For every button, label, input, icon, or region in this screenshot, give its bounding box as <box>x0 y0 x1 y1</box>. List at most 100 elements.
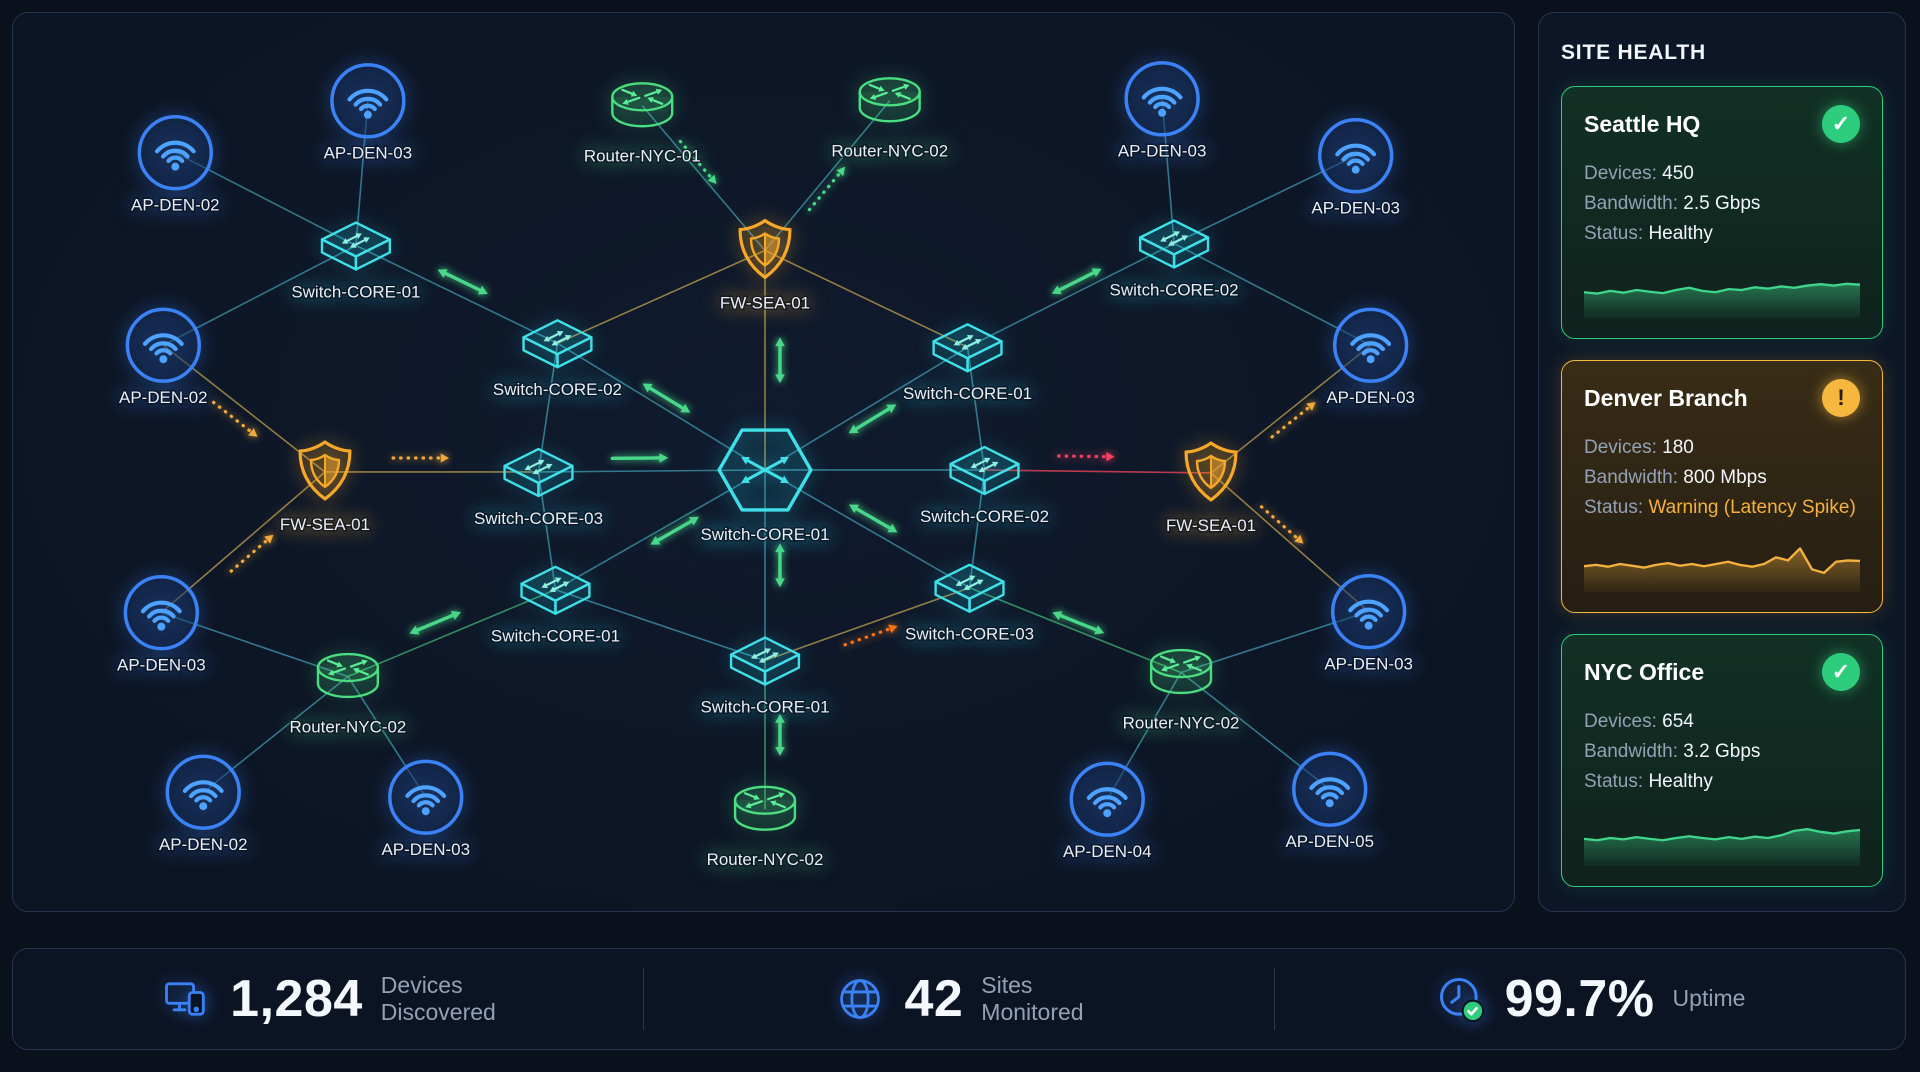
node-FW-SEA-01[interactable]: FW-SEA-01 <box>278 440 372 535</box>
node-Switch-CORE-02[interactable]: Switch-CORE-02 <box>491 319 623 401</box>
traffic-arrow <box>849 504 898 533</box>
bandwidth-label: Bandwidth: <box>1584 741 1679 762</box>
status-label: Status: <box>1584 771 1644 792</box>
node-label: Router-NYC-02 <box>831 142 948 161</box>
node-AP-DEN-03[interactable]: AP-DEN-03 <box>1323 574 1414 675</box>
node-Switch-CORE-02[interactable]: Switch-CORE-02 <box>918 445 1051 527</box>
node-label: AP-DEN-03 <box>381 840 470 859</box>
devices-value: 654 <box>1662 711 1694 732</box>
node-AP-DEN-03[interactable]: AP-DEN-03 <box>1116 61 1208 162</box>
node-Switch-CORE-01[interactable]: Switch-CORE-01 <box>699 428 831 545</box>
node-label: AP-DEN-05 <box>1285 832 1374 851</box>
link-sw1c-sw3b <box>764 586 970 662</box>
traffic-arrow <box>775 543 785 588</box>
node-Router-NYC-02[interactable]: Router-NYC-02 <box>1121 648 1241 734</box>
node-label: Router-NYC-02 <box>707 850 824 869</box>
network-topology-canvas[interactable]: AP-DEN-02AP-DEN-03Switch-CORE-01AP-DEN-0… <box>13 13 1514 911</box>
stat-value: 99.7% <box>1504 970 1655 1028</box>
node-Router-NYC-02[interactable]: Router-NYC-02 <box>830 77 950 162</box>
status-check-icon: ✓ <box>1822 105 1860 143</box>
node-Router-NYC-02[interactable]: Router-NYC-02 <box>288 652 408 738</box>
nodes-layer: AP-DEN-02AP-DEN-03Switch-CORE-01AP-DEN-0… <box>116 61 1416 871</box>
node-Switch-CORE-03[interactable]: Switch-CORE-03 <box>472 447 605 529</box>
traffic-arrow <box>843 624 898 647</box>
status-value: Warning (Latency Spike) <box>1648 497 1856 518</box>
link-rt1-fwT <box>641 105 766 251</box>
node-AP-DEN-04[interactable]: AP-DEN-04 <box>1061 761 1153 863</box>
site-name: NYC Office <box>1584 658 1705 685</box>
node-AP-DEN-03[interactable]: AP-DEN-03 <box>1325 307 1416 409</box>
link-sw1b-sw1c <box>555 588 766 662</box>
site-card-nyc[interactable]: NYC Office ✓ Devices: 654 Bandwidth: 3.2… <box>1561 634 1883 887</box>
status-value: Healthy <box>1648 223 1713 244</box>
node-label: Switch-CORE-01 <box>491 627 620 646</box>
traffic-arrow <box>678 139 717 184</box>
node-Switch-CORE-01[interactable]: Switch-CORE-01 <box>290 221 422 303</box>
node-Switch-CORE-03[interactable]: Switch-CORE-03 <box>904 563 1036 645</box>
node-label: Router-NYC-02 <box>1123 713 1240 732</box>
link-sw3a-sw1b <box>537 471 557 590</box>
node-label: Switch-CORE-02 <box>920 507 1049 526</box>
node-FW-SEA-01[interactable]: FW-SEA-01 <box>1164 441 1258 536</box>
bandwidth-sparkline <box>1584 547 1860 592</box>
node-Switch-CORE-01[interactable]: Switch-CORE-01 <box>902 323 1034 405</box>
link-sw1a-swR <box>967 242 1175 348</box>
node-AP-DEN-03[interactable]: AP-DEN-03 <box>380 759 472 861</box>
node-label: AP-DEN-03 <box>1311 199 1400 218</box>
status-label: Status: <box>1584 223 1644 244</box>
devices-value: 450 <box>1662 163 1694 184</box>
node-AP-DEN-03[interactable]: AP-DEN-03 <box>322 63 414 164</box>
link-sw3b-rtR <box>969 586 1182 674</box>
node-AP-DEN-03[interactable]: AP-DEN-03 <box>116 574 207 676</box>
link-ap1-swL <box>174 151 357 247</box>
link-swL-sw2a <box>355 244 558 344</box>
node-AP-DEN-02[interactable]: AP-DEN-02 <box>157 754 249 856</box>
bandwidth-sparkline <box>1584 282 1860 318</box>
node-label: Router-NYC-01 <box>584 147 701 166</box>
node-FW-SEA-01[interactable]: FW-SEA-01 <box>718 218 812 314</box>
site-card-denver[interactable]: Denver Branch ! Devices: 180 Bandwidth: … <box>1561 360 1883 613</box>
link-rtR-ap11 <box>1106 672 1182 800</box>
traffic-arrow <box>807 166 846 212</box>
node-label: AP-DEN-02 <box>119 388 208 407</box>
node-AP-DEN-02[interactable]: AP-DEN-02 <box>130 115 221 216</box>
node-Switch-CORE-02[interactable]: Switch-CORE-02 <box>1108 219 1240 301</box>
node-AP-DEN-05[interactable]: AP-DEN-05 <box>1284 751 1376 853</box>
node-label: FW-SEA-01 <box>1166 516 1256 535</box>
node-label: Switch-CORE-01 <box>291 282 420 301</box>
site-health-title: SITE HEALTH <box>1561 41 1706 64</box>
node-AP-DEN-02[interactable]: AP-DEN-02 <box>118 307 209 409</box>
clock-icon <box>1439 977 1484 1023</box>
node-label: AP-DEN-02 <box>131 196 220 215</box>
node-Router-NYC-01[interactable]: Router-NYC-01 <box>582 82 702 167</box>
node-AP-DEN-03[interactable]: AP-DEN-03 <box>1310 118 1401 219</box>
site-card-seattle[interactable]: Seattle HQ ✓ Devices: 450 Bandwidth: 2.5… <box>1561 86 1883 339</box>
node-label: AP-DEN-04 <box>1063 842 1152 861</box>
traffic-arrow <box>775 713 785 756</box>
node-label: Router-NYC-02 <box>290 717 407 736</box>
globe-icon <box>840 979 881 1019</box>
link-rtL-sw1b <box>347 588 556 678</box>
node-Switch-CORE-01[interactable]: Switch-CORE-01 <box>699 636 831 718</box>
link-sw3a-hex <box>538 469 766 473</box>
node-label: AP-DEN-03 <box>1324 655 1413 674</box>
node-label: Switch-CORE-02 <box>493 380 622 399</box>
node-label: FW-SEA-01 <box>280 515 370 534</box>
link-ap4-rtL <box>161 611 349 678</box>
stat-value: 1,284 <box>230 970 363 1028</box>
node-Switch-CORE-01[interactable]: Switch-CORE-01 <box>489 565 621 647</box>
link-rtR-ap10 <box>1180 610 1369 674</box>
devices-label: Devices: <box>1584 437 1657 458</box>
site-name: Denver Branch <box>1584 384 1748 411</box>
stat-label: Uptime <box>1672 985 1746 1012</box>
node-label: Switch-CORE-01 <box>903 384 1032 403</box>
link-rtR-ap12 <box>1180 671 1331 790</box>
traffic-arrow <box>1052 611 1105 635</box>
status-value: Healthy <box>1648 771 1713 792</box>
bandwidth-label: Bandwidth: <box>1584 193 1679 214</box>
node-Router-NYC-02[interactable]: Router-NYC-02 <box>705 785 825 871</box>
